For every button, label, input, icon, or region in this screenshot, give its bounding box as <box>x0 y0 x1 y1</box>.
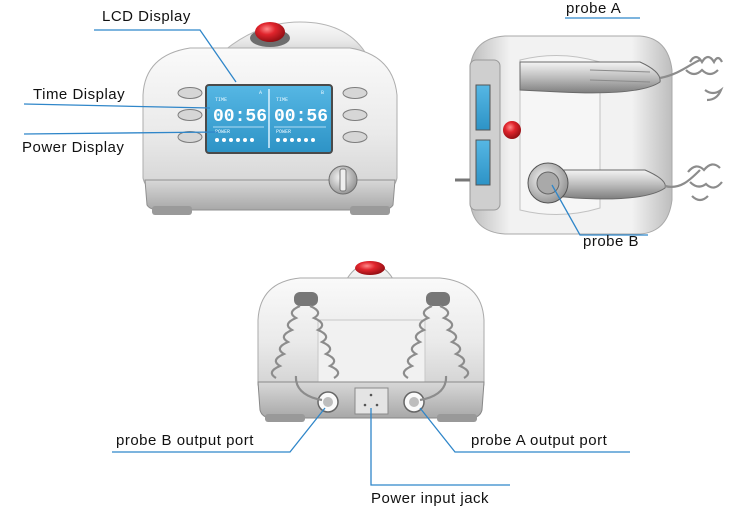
left-control-buttons <box>177 87 203 143</box>
screen-time-value-a: 00:56 <box>213 107 267 127</box>
power-level-dots <box>215 138 315 142</box>
leader-probe-b <box>551 184 648 236</box>
leader-probe-a-port <box>419 407 630 453</box>
front-view-device: TIME TIME A B 00:56 00:56 POWER POWER <box>142 21 398 215</box>
label-probe-b: probe B <box>583 233 640 250</box>
emergency-stop-button <box>255 22 285 42</box>
screen-power-label-b: POWER <box>276 129 291 135</box>
probe-b <box>554 169 666 200</box>
top-emergency-button <box>503 121 521 139</box>
screen-power-label-a: POWER <box>215 129 230 135</box>
rear-coiled-cords <box>270 304 470 402</box>
leader-lines <box>23 17 648 486</box>
label-probe-a-output-port: probe A output port <box>471 432 608 449</box>
screen-time-value-b: 00:56 <box>274 107 328 127</box>
label-time-display: Time Display <box>33 86 126 103</box>
leader-time <box>23 103 211 109</box>
label-probe-b-output-port: probe B output port <box>116 432 254 449</box>
coiled-cords <box>659 55 724 202</box>
leader-power <box>23 131 219 135</box>
screen-time-label-b: TIME <box>276 97 288 103</box>
label-lcd-display: LCD Display <box>102 8 191 25</box>
leader-lcd <box>94 29 237 83</box>
top-screen-b <box>475 139 491 186</box>
label-probe-a: probe A <box>566 0 622 17</box>
top-view-device <box>455 35 724 235</box>
screen-time-label-a: TIME <box>215 97 227 103</box>
leader-power-jack <box>370 408 510 486</box>
probe-a <box>519 61 661 94</box>
rear-emergency-button <box>355 261 385 275</box>
top-screen-a <box>475 84 491 131</box>
label-power-display: Power Display <box>22 139 125 156</box>
screen-channel-b: B <box>321 90 324 96</box>
rear-view-device <box>257 261 485 422</box>
screen-channel-a: A <box>259 90 262 96</box>
leader-probe-b-port <box>112 407 326 453</box>
label-power-input-jack: Power input jack <box>371 490 490 507</box>
right-control-buttons <box>342 87 368 143</box>
